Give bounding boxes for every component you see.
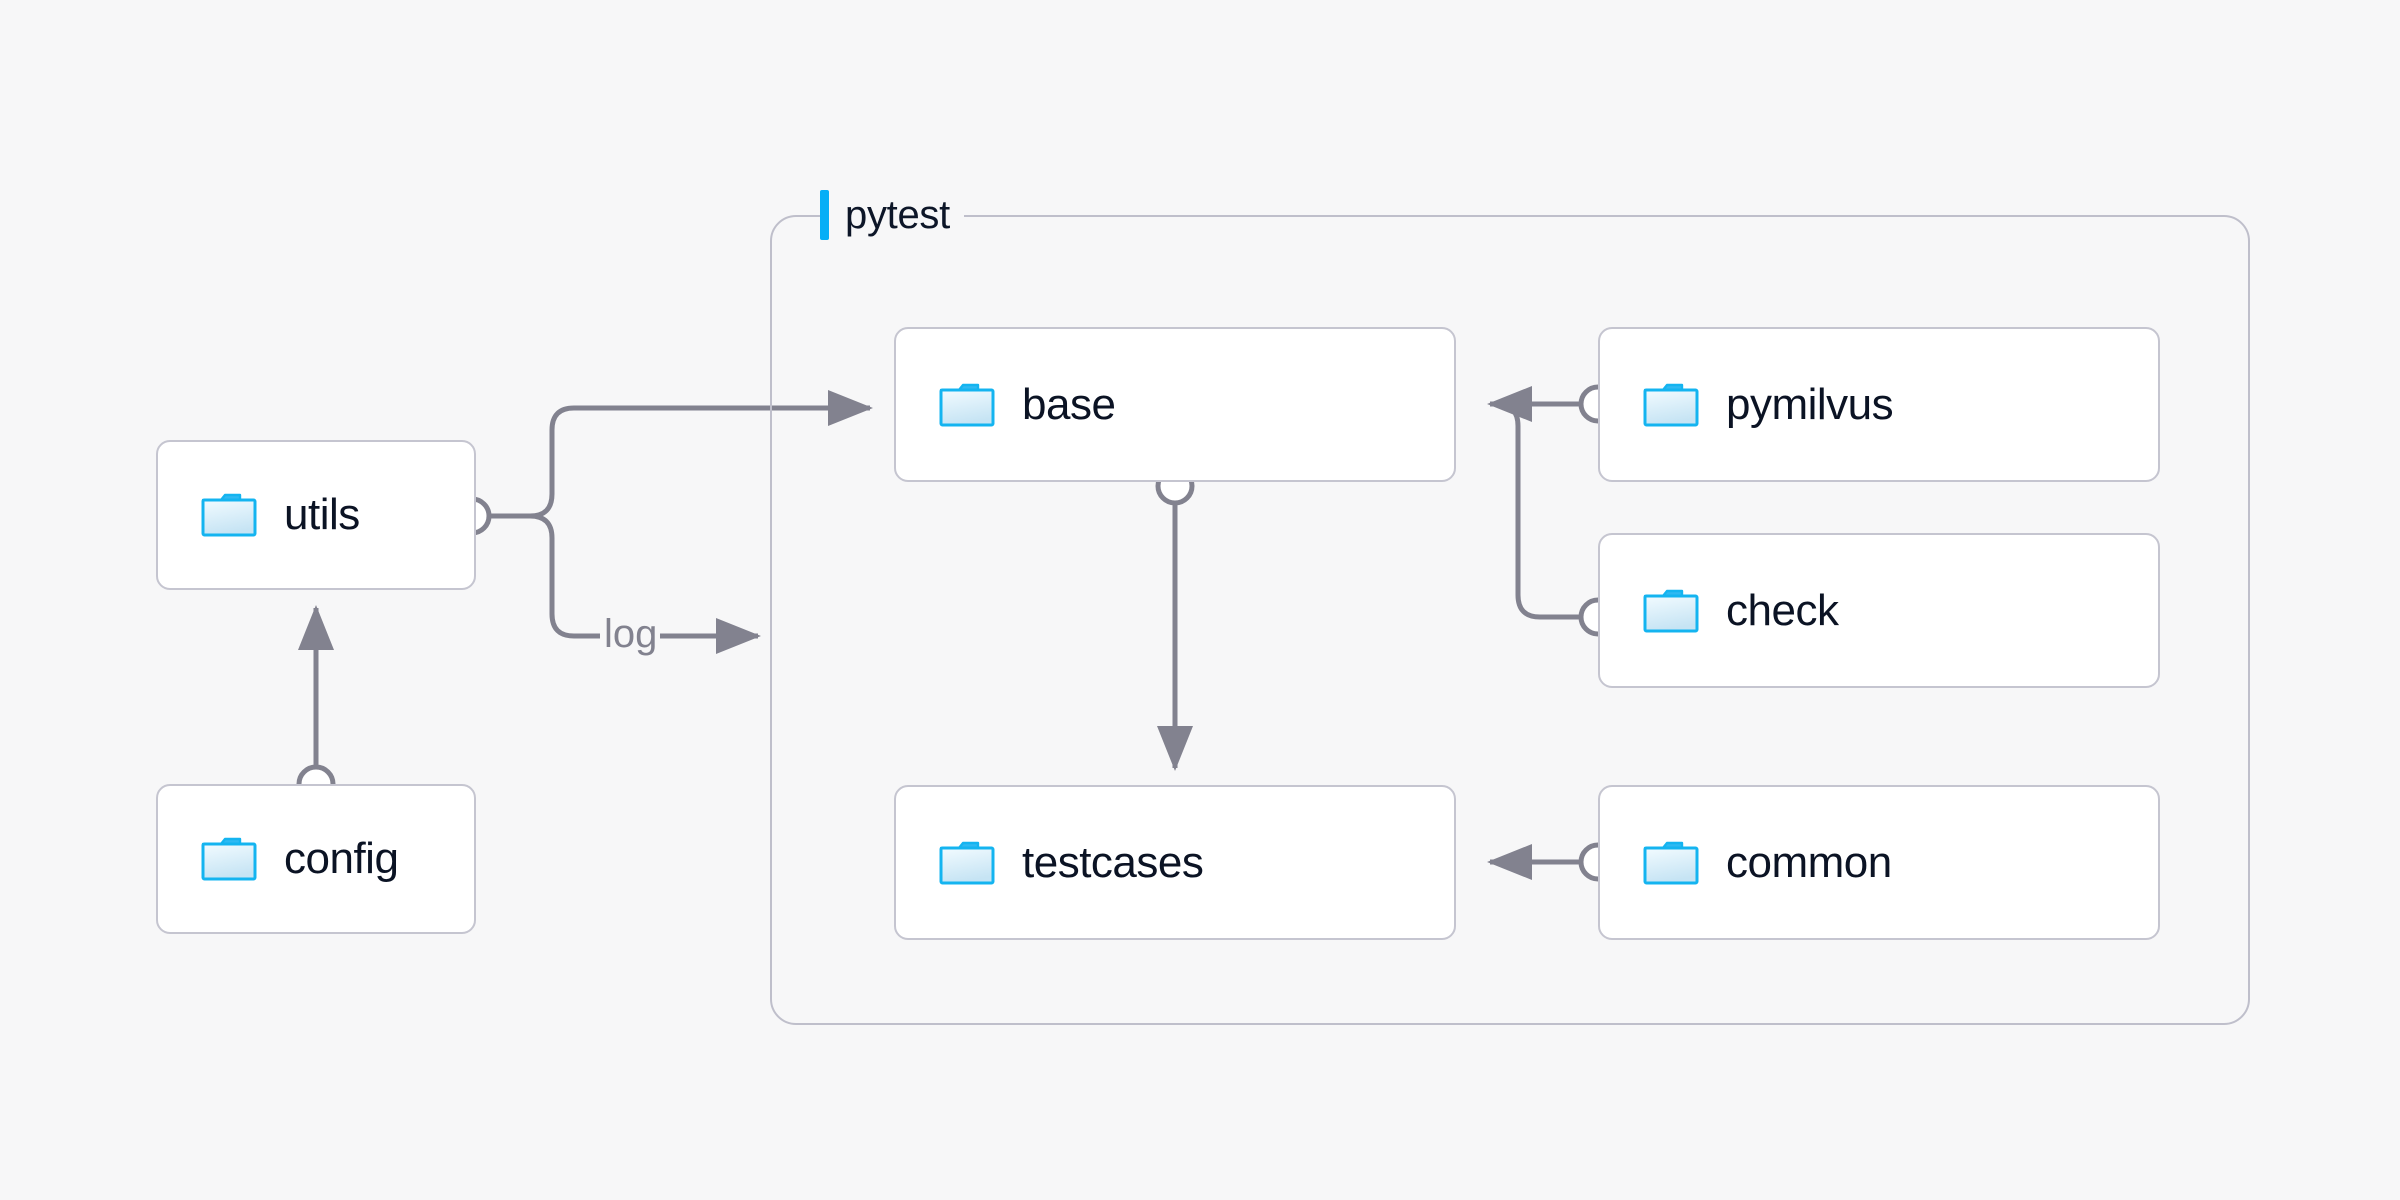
node-label: config	[284, 834, 399, 883]
folder-icon	[939, 383, 995, 426]
node-common[interactable]: common	[1598, 785, 2160, 940]
node-pymilvus[interactable]: pymilvus	[1598, 327, 2160, 482]
node-label: check	[1726, 585, 1839, 635]
accent-bar-icon	[820, 190, 829, 240]
node-testcases[interactable]: testcases	[894, 785, 1456, 940]
group-title-text: pytest	[845, 192, 950, 237]
folder-icon	[1643, 383, 1699, 426]
group-pytest[interactable]	[770, 215, 2250, 1025]
node-label: utils	[284, 490, 360, 539]
folder-icon	[201, 493, 257, 537]
wire-utils-base	[529, 390, 874, 519]
wire-utils-log	[529, 513, 600, 639]
group-pytest-label: pytest	[820, 188, 964, 242]
node-label: testcases	[1022, 837, 1204, 887]
node-label: pymilvus	[1726, 379, 1894, 429]
node-check[interactable]: check	[1598, 533, 2160, 688]
folder-icon	[939, 841, 995, 884]
folder-icon	[1643, 841, 1699, 884]
node-base[interactable]: base	[894, 327, 1456, 482]
node-config[interactable]: config	[156, 784, 476, 934]
node-utils[interactable]: utils	[156, 440, 476, 590]
wire-check-base	[1490, 401, 1582, 620]
folder-icon	[201, 837, 257, 881]
edge-label-log: log	[604, 612, 658, 656]
node-label: common	[1726, 837, 1892, 887]
folder-icon	[1643, 589, 1699, 632]
node-label: base	[1022, 379, 1116, 429]
